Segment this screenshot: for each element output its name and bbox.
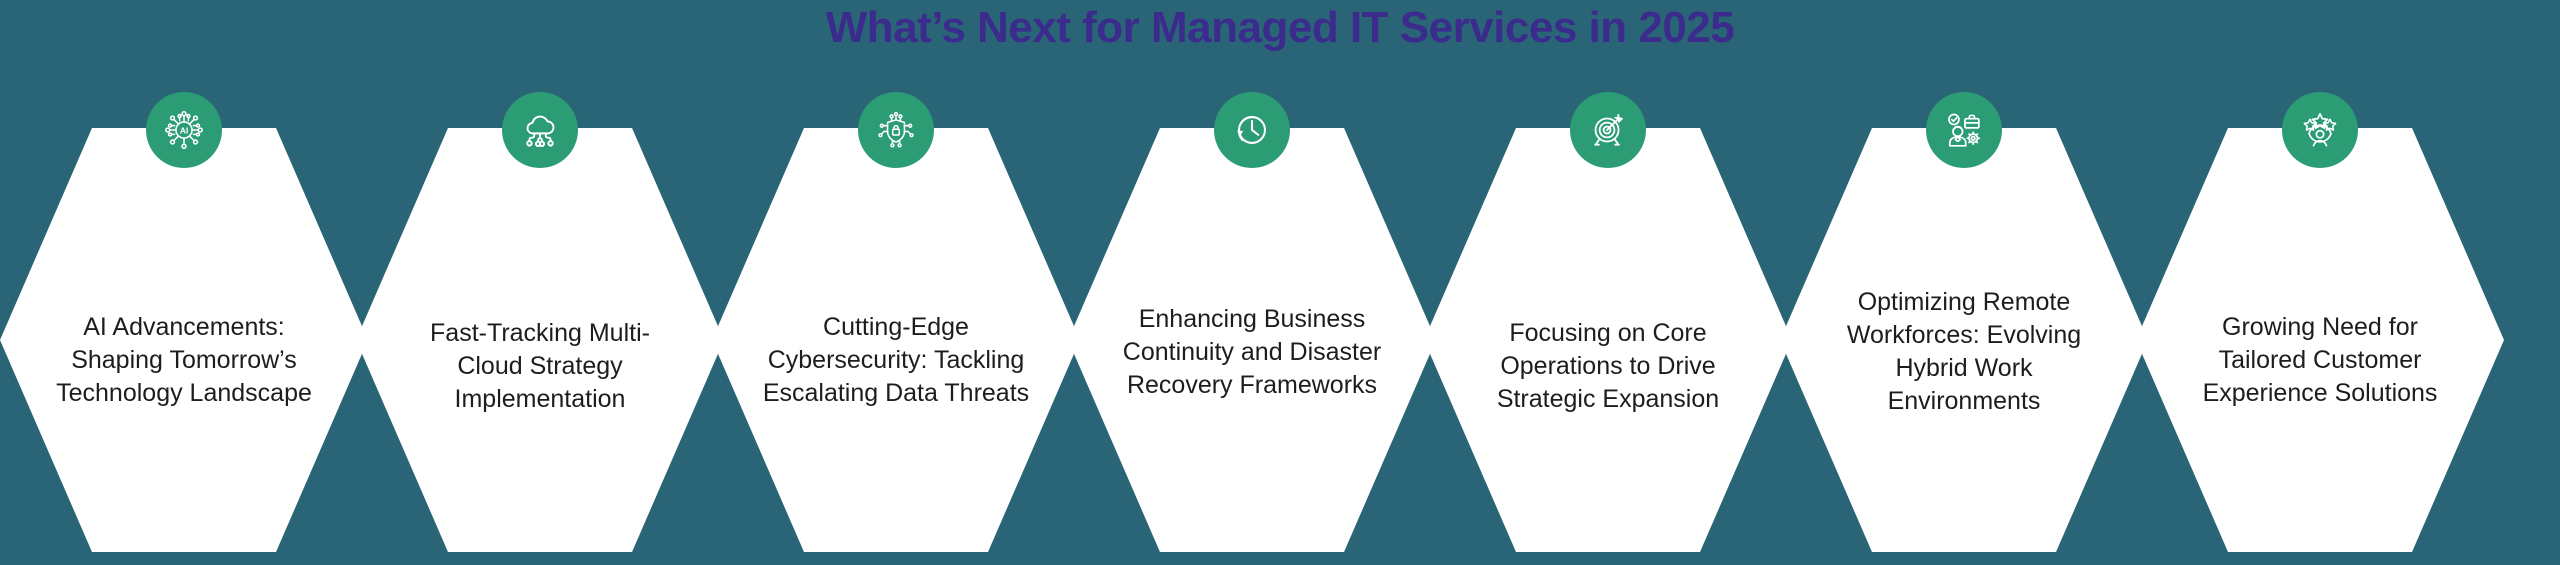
hexagon-label: Optimizing Remote Workforces: Evolving H… bbox=[1780, 128, 2148, 552]
hexagon-label-text: Focusing on Core Operations to Drive Str… bbox=[1496, 318, 1720, 413]
hexagon-label-text: Fast-Tracking Multi-Cloud Strategy Imple… bbox=[430, 318, 650, 413]
hexagon-label: Cutting-Edge Cybersecurity: Tackling Esc… bbox=[712, 128, 1080, 552]
remote-worker-gear-icon bbox=[1926, 92, 2002, 168]
hexagon-shape bbox=[1068, 128, 1436, 552]
target-arrow-icon bbox=[1570, 92, 1646, 168]
hexagon-label: AI Advancements: Shaping Tomorrow’s Tech… bbox=[0, 128, 368, 552]
hexagon-row: AI AI Advancements: Shaping Tomorrow’s T… bbox=[0, 92, 2560, 565]
hexagon-label-text: Enhancing Business Continuity and Disast… bbox=[1122, 304, 1382, 399]
customer-stars-icon bbox=[2282, 92, 2358, 168]
shield-lock-circuit-icon bbox=[858, 92, 934, 168]
hexagon-label-text: Cutting-Edge Cybersecurity: Tackling Esc… bbox=[762, 312, 1030, 407]
hexagon-item-3[interactable]: Cutting-Edge Cybersecurity: Tackling Esc… bbox=[712, 92, 1080, 552]
hexagon-label: Enhancing Business Continuity and Disast… bbox=[1068, 128, 1436, 552]
hexagon-label-text: Optimizing Remote Workforces: Evolving H… bbox=[1846, 288, 2082, 415]
hexagon-label: Fast-Tracking Multi-Cloud Strategy Imple… bbox=[356, 128, 724, 552]
svg-text:AI: AI bbox=[180, 125, 189, 135]
hexagon-label: Growing Need for Tailored Customer Exper… bbox=[2136, 128, 2504, 552]
hexagon-label-text: AI Advancements: Shaping Tomorrow’s Tech… bbox=[56, 312, 312, 407]
hexagon-shape bbox=[1424, 128, 1792, 552]
cloud-network-icon bbox=[502, 92, 578, 168]
hexagon-item-2[interactable]: Fast-Tracking Multi-Cloud Strategy Imple… bbox=[356, 92, 724, 552]
hexagon-label: Focusing on Core Operations to Drive Str… bbox=[1424, 128, 1792, 552]
hexagon-label-text: Growing Need for Tailored Customer Exper… bbox=[2202, 312, 2438, 407]
clock-restore-icon bbox=[1214, 92, 1290, 168]
hexagon-item-6[interactable]: Optimizing Remote Workforces: Evolving H… bbox=[1780, 92, 2148, 552]
ai-chip-icon: AI bbox=[146, 92, 222, 168]
hexagon-item-5[interactable]: Focusing on Core Operations to Drive Str… bbox=[1424, 92, 1792, 552]
page-title: What’s Next for Managed IT Services in 2… bbox=[825, 3, 1735, 52]
hexagon-item-7[interactable]: Growing Need for Tailored Customer Exper… bbox=[2136, 92, 2504, 552]
hexagon-item-4[interactable]: Enhancing Business Continuity and Disast… bbox=[1068, 92, 1436, 552]
hexagon-item-1[interactable]: AI AI Advancements: Shaping Tomorrow’s T… bbox=[0, 92, 368, 552]
